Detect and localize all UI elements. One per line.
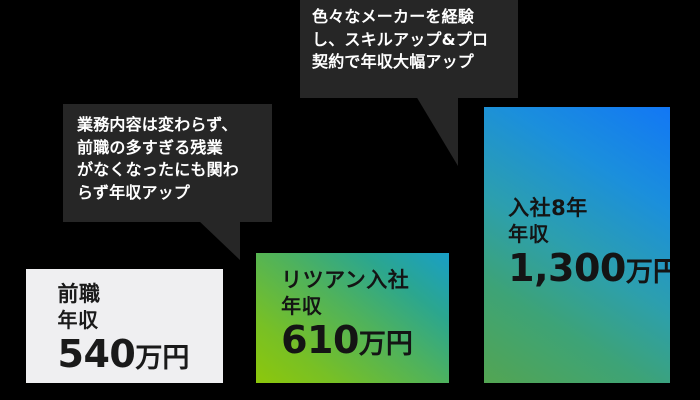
- callout-previous-job-line-3: がなくなったにも関わ: [77, 160, 240, 180]
- bar-eighth-year-income-label: 年収: [508, 222, 550, 247]
- bar-eighth-year-labels: 入社8年 年収 1,300万円: [508, 195, 670, 291]
- callout-eighth-year-line-3: 契約で年収大幅アップ: [312, 52, 475, 72]
- callout-previous-job-line-1: 業務内容は変わらず、: [77, 115, 238, 134]
- bar-joined-company-amount-unit: 万円: [358, 329, 413, 361]
- bar-eighth-year: 入社8年 年収 1,300万円: [484, 107, 670, 383]
- bar-previous-job-labels: 前職 年収 540万円: [58, 281, 216, 376]
- callout-eighth-year: 色々なメーカーを経験 し、スキルアップ&プロ 契約で年収大幅アップ: [300, 0, 518, 98]
- bar-joined-company-labels: リツアン入社 年収 610万円: [281, 267, 441, 362]
- callout-eighth-year-line-2: し、スキルアップ&プロ: [312, 29, 489, 49]
- bar-previous-job-role: 前職: [57, 282, 101, 306]
- bar-previous-job-amount-unit: 万円: [135, 343, 190, 375]
- callout-previous-job: 業務内容は変わらず、 前職の多すぎる残業 がなくなったにも関わ らず年収アップ: [63, 104, 272, 222]
- callout-previous-job-line-2: 前職の多すぎる残業: [77, 137, 223, 157]
- callout-eighth-year-line-1: 色々なメーカーを経験: [312, 7, 475, 26]
- bar-previous-job: 前職 年収 540万円: [26, 269, 223, 383]
- callout-previous-job-line-4: らず年収アップ: [77, 183, 191, 203]
- bar-previous-job-amount: 540万円: [58, 333, 216, 376]
- callout-previous-job-tail: [198, 220, 240, 260]
- bar-previous-job-amount-value: 540: [57, 332, 136, 377]
- bar-eighth-year-amount: 1,300万円: [508, 246, 670, 291]
- callout-eighth-year-tail: [416, 96, 458, 166]
- bar-joined-company: リツアン入社 年収 610万円: [256, 253, 449, 383]
- bar-joined-company-income-label: 年収: [281, 294, 323, 319]
- bar-joined-company-amount-value: 610: [281, 318, 359, 363]
- bar-joined-company-amount: 610万円: [281, 319, 441, 362]
- bar-eighth-year-amount-value: 1,300: [508, 246, 626, 291]
- bar-joined-company-role: リツアン入社: [281, 268, 410, 292]
- bar-eighth-year-amount-unit: 万円: [625, 257, 670, 289]
- bar-previous-job-income-label: 年収: [57, 308, 99, 333]
- bar-eighth-year-role: 入社8年: [508, 196, 588, 220]
